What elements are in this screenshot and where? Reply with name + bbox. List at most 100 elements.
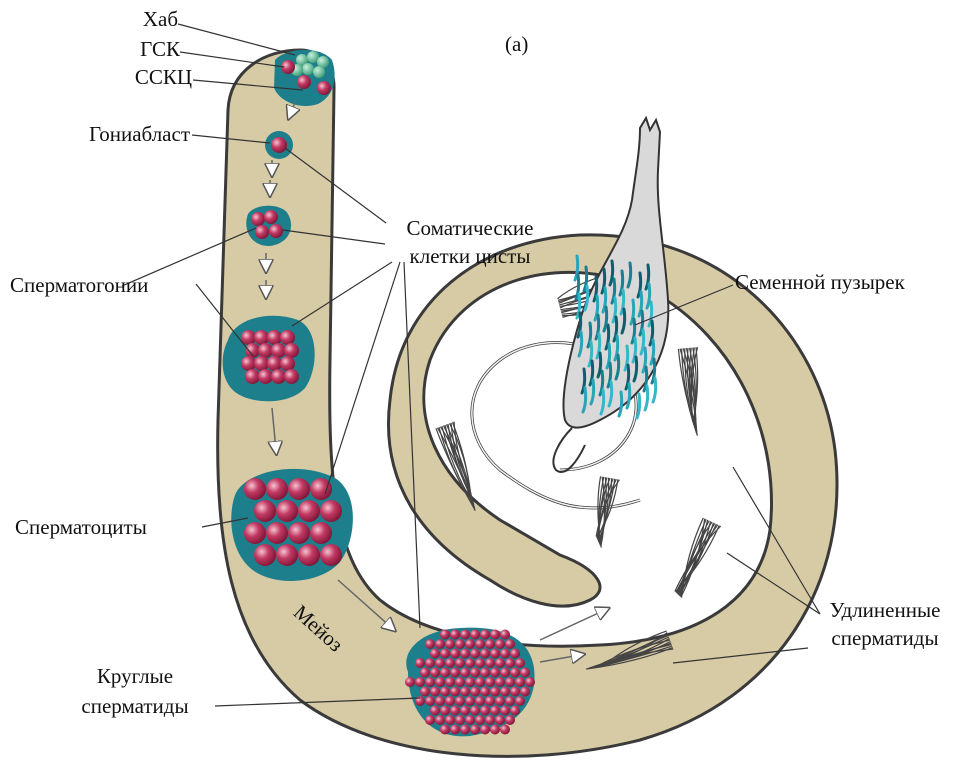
spermatocytes-cyst [231,469,353,581]
germ-cell [465,658,475,668]
germ-cell [425,715,435,725]
germ-cell [470,649,480,659]
germ-cell [244,522,266,544]
germ-cell [450,649,460,659]
label-elongated-2: сперматиды [800,626,967,651]
germ-cell [460,630,470,640]
germ-cell [276,500,298,522]
germ-cell [276,544,298,566]
germ-cell [470,725,480,735]
germ-cell [244,478,266,500]
germ-cell [254,330,269,345]
germ-cell [450,706,460,716]
germ-cell [500,706,510,716]
germ-cell [510,649,520,659]
germ-cell [510,668,520,678]
germ-cell [310,522,332,544]
germ-cell [510,706,520,716]
germ-cell [480,687,490,697]
germ-cell [298,544,320,566]
germ-cell [450,687,460,697]
germ-cell [465,715,475,725]
germ-cell [415,658,425,668]
germ-cell [420,687,430,697]
germ-cell [258,369,273,384]
germ-cell [445,677,455,687]
germ-cell [485,677,495,687]
germ-cell [241,356,256,371]
label-cyst-cells-1: Соматические [380,216,560,241]
germ-cell [435,715,445,725]
label-panel: (a) [505,32,528,57]
germ-cell [271,369,286,384]
germ-cell [425,658,435,668]
germ-cell [495,715,505,725]
germ-cell [284,343,299,358]
germ-cell [288,522,310,544]
germ-cell [475,715,485,725]
germ-cell [490,687,500,697]
germ-cell [440,630,450,640]
germ-cell [460,649,470,659]
seminal-vesicle [553,118,668,472]
germ-cell [258,343,273,358]
germ-cell [500,668,510,678]
germ-cell [460,725,470,735]
germ-cell [480,630,490,640]
germ-cell [425,639,435,649]
germ-cell [267,356,282,371]
germ-cell [470,668,480,678]
germ-cell [480,725,490,735]
germ-cell [505,677,515,687]
label-seminal-vesicle: Семенной пузырек [735,270,905,295]
germ-cell [445,658,455,668]
germ-cell [320,544,342,566]
germ-cell [480,706,490,716]
germ-cell [495,658,505,668]
germ-cell [460,668,470,678]
germ-cell [460,687,470,697]
germ-cell [415,677,425,687]
germ-cell [405,677,415,687]
germ-cell [280,356,295,371]
germ-cell [475,696,485,706]
germ-cell [495,696,505,706]
germ-cell [500,687,510,697]
germ-cell [445,715,455,725]
germ-cell [430,706,440,716]
germ-cell [470,706,480,716]
germ-cell [460,706,470,716]
germ-cell [490,649,500,659]
germ-cell [505,715,515,725]
germ-cell [440,687,450,697]
label-round-1: Круглые [60,664,210,689]
germ-cell [266,522,288,544]
germ-cell [440,649,450,659]
germ-cell [505,696,515,706]
label-spermatogonia: Сперматогонии [10,273,148,298]
germ-cell [288,478,310,500]
germ-cell [490,706,500,716]
germ-cell [450,630,460,640]
label-hub: Хаб [100,7,178,32]
germ-cell [266,478,288,500]
label-elongated-1: Удлиненные [800,598,967,623]
germ-cell [284,369,299,384]
germ-cell [515,658,525,668]
germ-cell [430,668,440,678]
spermatogonia-cyst-large [223,316,315,402]
germ-cell [280,330,295,345]
germ-cell [430,649,440,659]
germ-cell [440,668,450,678]
germ-cell [455,677,465,687]
label-spermatocytes: Сперматоциты [15,515,147,540]
germ-cell [480,668,490,678]
germ-cell [445,639,455,649]
germ-cell [415,696,425,706]
germ-cell [465,639,475,649]
germ-cell [480,649,490,659]
germ-cell [440,725,450,735]
germ-cell [298,500,320,522]
germ-cell [430,687,440,697]
germ-cell [505,658,515,668]
